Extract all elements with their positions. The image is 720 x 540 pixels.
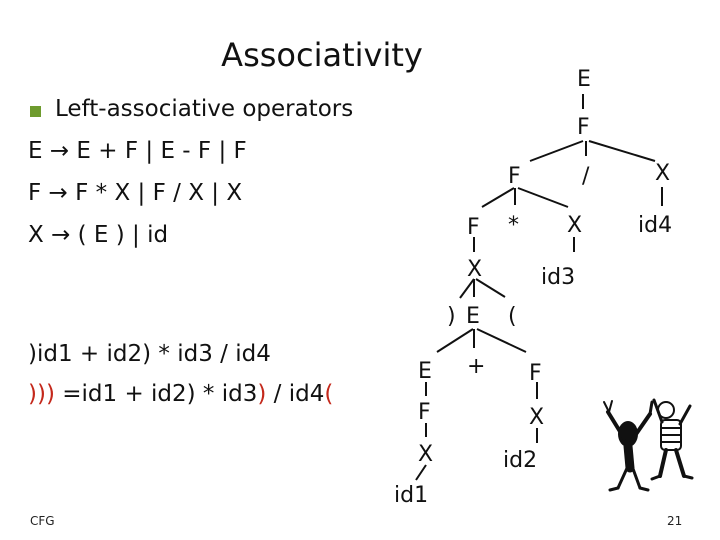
example-middle: =id1 + id2) * id3 [54,381,258,407]
tree-node-id1: id1 [394,483,428,508]
tree-node-x-paren: X [467,257,482,282]
tree-node-f-lower: F [467,215,480,240]
high-five-figures-icon [603,398,694,492]
tree-node-x-mid: X [567,213,582,238]
grammar-rule-f: F → F * X | F / X | X [28,180,243,206]
footer-label: CFG [30,514,55,528]
bullet-square-icon [30,106,41,117]
tree-node-id4: id4 [638,213,672,238]
slide-title: Associativity [221,36,423,74]
tree-node-lparen: ( [508,304,517,329]
tree-node-x-right: X [655,161,670,186]
example-red-mid: ) [257,381,267,407]
tree-node-f-top: F [577,115,590,140]
example-expression-1: )id1 + id2) * id3 / id4 [28,341,271,367]
tree-node-id3: id3 [541,265,575,290]
tree-node-e-inner: E [466,304,480,329]
tree-node-f-leftchain: F [418,400,431,425]
tree-node-slash: / [582,164,590,189]
tree-node-x-right2: X [529,405,544,430]
example-expression-2: ))) =id1 + id2) * id3) / id4( [28,381,333,407]
example-red-end: ( [324,381,334,407]
page-number: 21 [667,514,683,528]
example-red-prefix: ))) [28,381,55,407]
grammar-rule-x: X → ( E ) | id [28,222,169,248]
tree-node-id2: id2 [503,448,537,473]
tree-node-f-right: F [529,361,542,386]
tree-node-star: * [508,213,519,238]
example-suffix: / id4 [266,381,325,407]
bullet-text: Left-associative operators [55,96,354,122]
tree-node-e-root: E [577,67,591,92]
tree-node-x-leftchain: X [418,442,433,467]
tree-node-f-left: F [508,164,521,189]
grammar-rule-e: E → E + F | E - F | F [28,138,247,164]
tree-node-e-left: E [418,359,432,384]
tree-node-rparen: ) [447,304,456,329]
tree-node-plus: + [467,354,485,379]
parse-tree-edges [415,94,663,481]
